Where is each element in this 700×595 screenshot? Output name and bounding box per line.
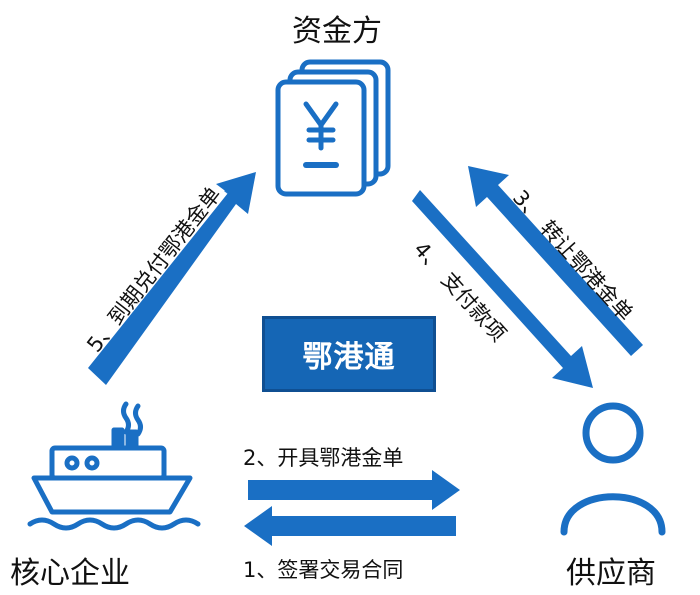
funder-label: 资金方 (292, 14, 382, 49)
step-1-label: 1、签署交易合同 (243, 558, 404, 582)
step-2-label: 2、开具鄂港金单 (243, 446, 404, 470)
platform-box: 鄂港通 (262, 316, 436, 392)
arrow-supplier-to-core (244, 506, 456, 546)
arrow-core-to-supplier (248, 470, 460, 510)
person-icon (560, 402, 666, 536)
ship-icon (27, 401, 201, 531)
yuan-document-icon (275, 59, 391, 197)
arrow-supplier-to-funder (468, 166, 643, 356)
platform-label: 鄂港通 (302, 340, 396, 375)
core-enterprise-label: 核心企业 (10, 556, 130, 591)
arrow-funder-to-supplier (412, 190, 593, 388)
supplier-label: 供应商 (566, 556, 656, 591)
arrow-core-to-funder (88, 172, 256, 385)
